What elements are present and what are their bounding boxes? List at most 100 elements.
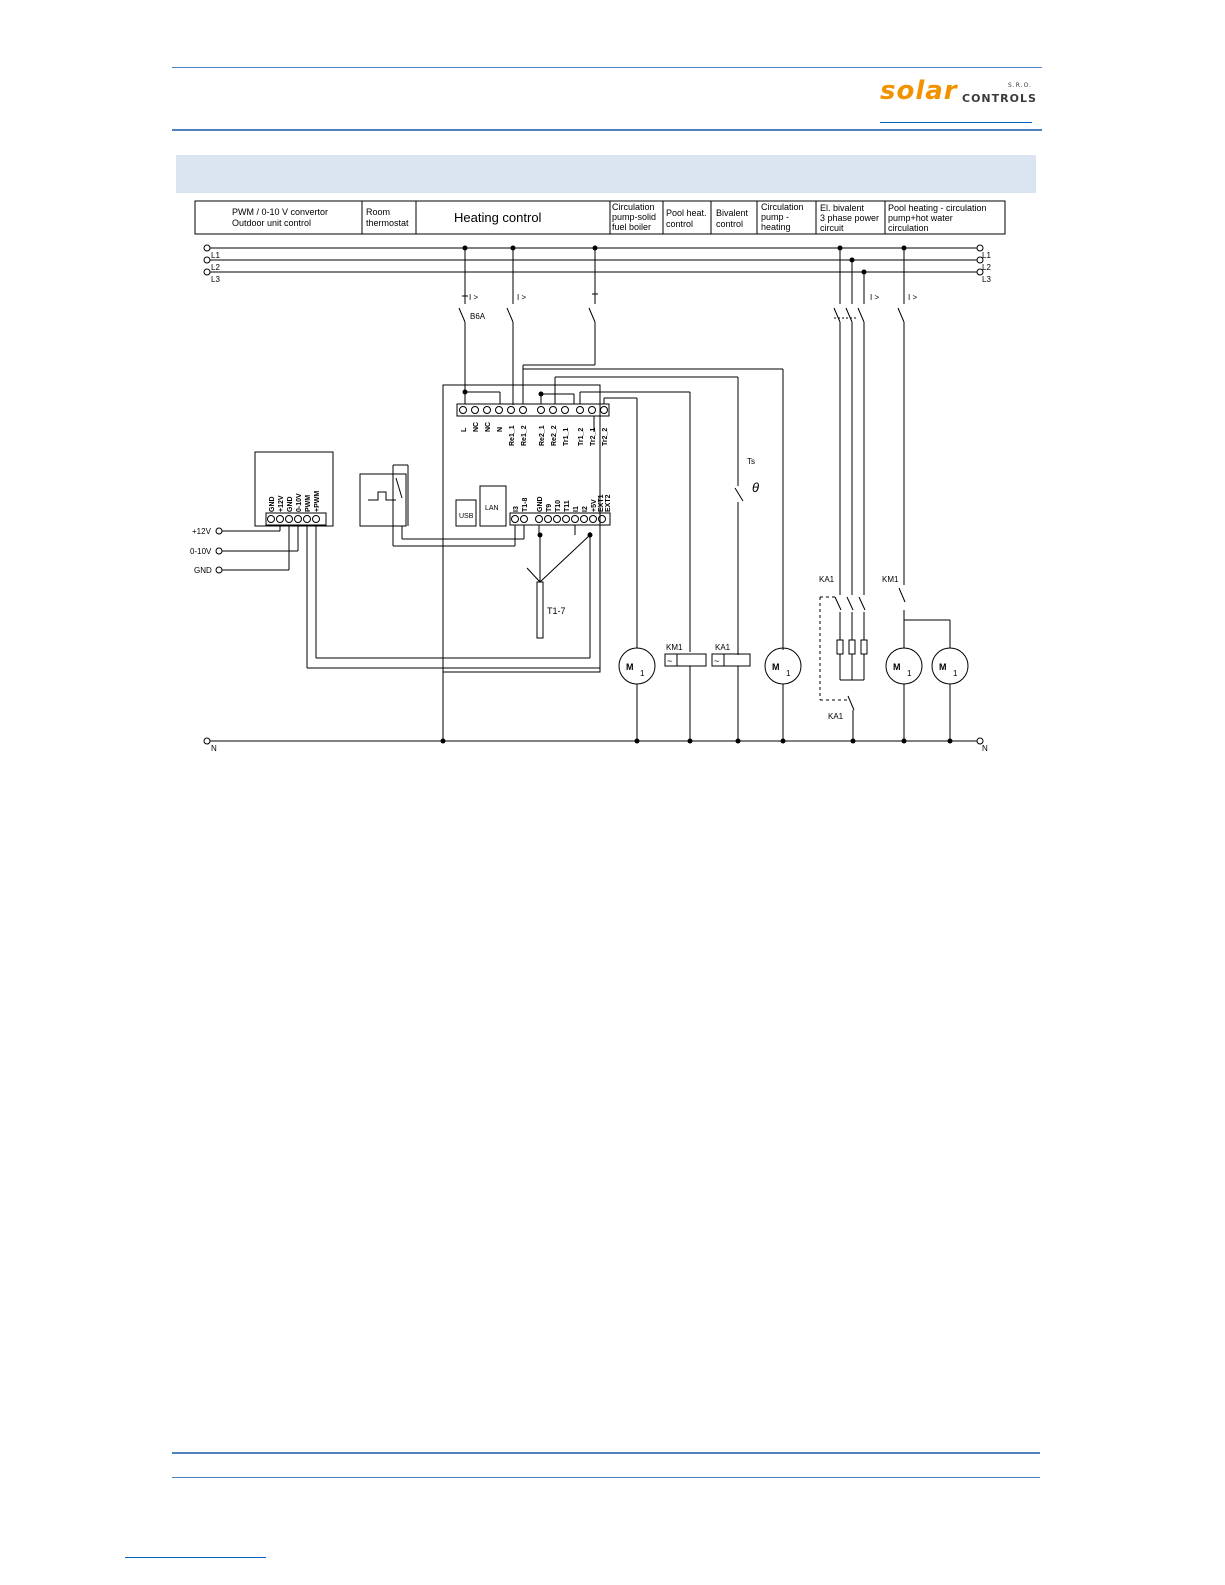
col-circ-solid-2: pump-solid	[612, 212, 656, 222]
breaker-label-4: I >	[908, 293, 917, 302]
col-bivalent-1: Bivalent	[716, 208, 749, 218]
breaker-2	[506, 307, 514, 405]
lan-port	[479, 485, 507, 527]
col-pool-2: control	[666, 219, 693, 229]
label-n-right: N	[982, 744, 988, 753]
motor-m-4: M	[939, 662, 947, 672]
col-circ-heat-1: Circulation	[761, 202, 804, 212]
col-heating-control: Heating control	[454, 210, 542, 225]
ka1-coil	[711, 653, 751, 667]
tt-tr12: Tr1_2	[578, 428, 585, 446]
input-010v: 0-10V	[190, 547, 212, 556]
ct-gnd2: GND	[287, 496, 294, 512]
logo-word: solar	[880, 76, 958, 106]
breaker-b6a	[458, 295, 468, 392]
motor-phase-3: 1	[907, 669, 912, 678]
label-l3-right: L3	[982, 275, 991, 284]
ct-010v: 0-10V	[296, 493, 303, 512]
header-rule-top	[172, 67, 1042, 68]
motor-phase-1: 1	[640, 669, 645, 678]
thermostat-box	[359, 473, 407, 527]
col-pool-1: Pool heat.	[666, 208, 707, 218]
top-terminals	[459, 406, 608, 414]
tt-tr22: Tr2_2	[602, 428, 609, 446]
bt-i1: I1	[573, 506, 580, 512]
col-thermostat-1: Room	[366, 207, 390, 217]
motor-m-2: M	[772, 662, 780, 672]
motor-heating-pump	[764, 647, 802, 685]
footer-rule-top	[172, 1452, 1040, 1454]
tt-n: N	[497, 427, 504, 432]
bt-ext1: EXT1	[598, 494, 605, 512]
breaker-rating: B6A	[470, 312, 486, 321]
col-converter-2: Outdoor unit control	[232, 218, 311, 228]
col-el-bivalent-2: 3 phase power	[820, 213, 879, 223]
col-circ-solid-3: fuel boiler	[612, 222, 651, 232]
ct-pwm: PWM	[305, 495, 312, 512]
input-12v: +12V	[192, 527, 212, 536]
bt-ext2: EXT2	[605, 494, 612, 512]
tt-nc2: NC	[485, 422, 492, 432]
label-l1-right: L1	[982, 251, 991, 260]
col-circ-heat-3: heating	[761, 222, 791, 232]
header-table	[194, 200, 1006, 235]
col-pool-circ-3: circulation	[888, 223, 929, 233]
footer-link-underline[interactable]	[125, 1557, 266, 1558]
ka1-aux-label: KA1	[828, 712, 844, 721]
col-bivalent-2: control	[716, 219, 743, 229]
controller-box	[442, 384, 601, 673]
ct-gnd1: GND	[269, 496, 276, 512]
temperature-sensor	[536, 581, 544, 639]
ct-12v: +12V	[278, 495, 285, 512]
col-pool-circ-1: Pool heating - circulation	[888, 203, 987, 213]
col-converter-1: PWM / 0-10 V convertor	[232, 207, 328, 217]
breaker-3phase	[833, 307, 865, 595]
tt-re22: Re2_2	[551, 425, 558, 446]
ka1-contactor-label: KA1	[819, 575, 835, 584]
col-circ-solid-1: Circulation	[612, 202, 655, 212]
tt-nc1: NC	[473, 422, 480, 432]
footer-rule-bottom	[172, 1477, 1040, 1478]
tt-re12: Re1_2	[521, 425, 528, 446]
svg-text:~: ~	[667, 656, 672, 666]
km1-contact-label: KM1	[882, 575, 899, 584]
logo-legal: S.R.O.	[1008, 82, 1032, 89]
motor-hot-water-pump	[931, 647, 969, 685]
junction-dots	[440, 245, 953, 744]
bottom-terminals	[511, 515, 606, 523]
col-pool-circ-2: pump+hot water	[888, 213, 953, 223]
bt-gnd: GND	[537, 496, 544, 512]
converter-box	[254, 451, 334, 527]
breaker-label-2: I >	[517, 293, 526, 302]
bt-t18: T1-8	[522, 498, 529, 513]
col-thermostat-2: thermostat	[366, 218, 409, 228]
breaker-label-3: I >	[870, 293, 879, 302]
ka1-coil-label: KA1	[715, 643, 731, 652]
breaker-label-1: I >	[469, 293, 478, 302]
bt-i2: I2	[582, 506, 589, 512]
label-n-left: N	[211, 744, 217, 753]
col-el-bivalent-3: circuit	[820, 223, 844, 233]
solar-controls-logo: solar S.R.O. CONTROLS	[880, 76, 1036, 112]
km1-coil-label: KM1	[666, 643, 683, 652]
breaker-pool	[897, 307, 905, 585]
motor-boiler-pump	[618, 647, 656, 685]
theta-icon: θ	[752, 480, 759, 495]
usb-label: USB	[459, 513, 474, 520]
header-link-underline[interactable]	[880, 122, 1032, 123]
motor-phase-2: 1	[786, 669, 791, 678]
bt-i3: I3	[513, 506, 520, 512]
col-circ-heat-2: pump -	[761, 212, 789, 222]
col-el-bivalent-1: El. bivalent	[820, 203, 865, 213]
input-gnd: GND	[194, 566, 212, 575]
label-l2-left: L2	[211, 263, 220, 272]
bt-5v: +5V	[591, 499, 598, 512]
breaker-3	[588, 293, 598, 365]
lan-label: LAN	[485, 505, 499, 512]
heater-1	[836, 639, 844, 655]
usb-port	[455, 499, 477, 527]
bt-t9: T9	[546, 504, 553, 512]
label-l3-left: L3	[211, 275, 220, 284]
bt-t10: T10	[555, 500, 562, 512]
tt-re21: Re2_1	[539, 425, 546, 446]
